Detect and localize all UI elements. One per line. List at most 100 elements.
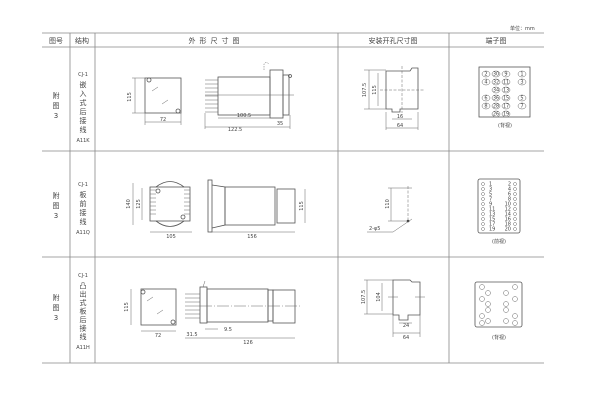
terminal-circle (501, 70, 511, 78)
terminal-circle (513, 217, 517, 221)
svg-text:140: 140 (126, 199, 132, 209)
terminal-circle (503, 301, 509, 307)
svg-text:线: 线 (80, 217, 87, 226)
terminal-circle (485, 290, 491, 296)
terminal-number: 17 (503, 104, 509, 110)
terminal-number: 19 (503, 112, 509, 118)
terminal-circle (517, 70, 527, 78)
row3-terminal-diagram: (背视) (474, 281, 523, 341)
svg-text:图: 图 (53, 102, 60, 110)
terminal-number: 20 (505, 227, 511, 233)
terminal-number: 7 (520, 104, 523, 110)
svg-text:图: 图 (53, 202, 60, 210)
terminal-circle (513, 207, 517, 211)
terminal-number: 5 (489, 192, 492, 198)
terminal-circle (513, 197, 517, 201)
terminal-circle (513, 227, 517, 231)
terminal-number: 10 (505, 202, 511, 208)
svg-text:125: 125 (136, 199, 142, 209)
terminal-circle (481, 187, 485, 191)
terminal-circle (481, 70, 491, 78)
terminal-circle (481, 197, 485, 201)
terminal-circle (481, 212, 485, 216)
svg-text:72: 72 (155, 333, 161, 339)
terminal-number: 18 (505, 222, 511, 228)
row1-outline-drawing: 115 72 100.5 122.5 35 (127, 62, 294, 133)
svg-text:附: 附 (53, 293, 60, 302)
terminal-number: 7 (489, 197, 492, 203)
terminal-circle (491, 78, 501, 86)
svg-text:105: 105 (166, 234, 176, 240)
terminal-circle (512, 296, 518, 302)
terminal-circle (481, 94, 491, 102)
svg-text:板: 板 (80, 190, 87, 199)
terminal-circle (491, 86, 501, 94)
svg-text:31.5: 31.5 (186, 332, 197, 338)
terminal-circle (503, 307, 509, 313)
svg-text:64: 64 (397, 123, 403, 129)
terminal-number: 6 (484, 96, 487, 102)
svg-text:板: 板 (80, 307, 87, 316)
terminal-number: 30 (493, 72, 499, 78)
terminal-circle (517, 78, 527, 86)
svg-text:前: 前 (80, 199, 87, 208)
terminal-number: 13 (503, 88, 509, 94)
terminal-number: 9 (489, 202, 492, 208)
svg-text:图: 图 (53, 304, 60, 312)
terminal-number: 17 (489, 222, 495, 228)
row2-outline-drawing: 140 125 105 156 115 (126, 179, 306, 240)
terminal-circle (481, 222, 485, 226)
header-outline: 外形尺寸图 (189, 36, 244, 45)
svg-text:接: 接 (80, 208, 87, 217)
terminal-number: 5 (520, 96, 523, 102)
terminal-circle (481, 227, 485, 231)
svg-text:嵌: 嵌 (80, 81, 87, 89)
svg-text:110: 110 (385, 199, 391, 209)
header-structure: 结构 (75, 36, 89, 45)
terminal-number: 8 (484, 104, 487, 110)
row1-view-label: (背视) (498, 122, 512, 129)
terminal-number: 34 (493, 88, 499, 94)
terminal-circle (481, 78, 491, 86)
terminal-number: 12 (505, 207, 511, 213)
terminal-circle (513, 212, 517, 216)
terminal-number: 4 (484, 80, 487, 86)
svg-text:107.5: 107.5 (362, 83, 368, 97)
row2-view-label: (前视) (492, 238, 506, 245)
terminal-circle (481, 202, 485, 206)
svg-text:2-φ5: 2-φ5 (369, 226, 380, 232)
terminal-circle (481, 182, 485, 186)
terminal-number: 6 (508, 192, 511, 198)
terminal-number: 36 (493, 96, 499, 102)
header-fig-no: 图号 (49, 37, 63, 45)
svg-text:接: 接 (80, 116, 87, 125)
terminal-circle (479, 313, 485, 319)
header-mounting: 安装开孔尺寸图 (369, 36, 418, 45)
svg-text:接: 接 (80, 324, 87, 333)
terminal-circle (517, 94, 527, 102)
svg-text:A11K: A11K (76, 138, 90, 144)
terminal-circle (501, 110, 511, 118)
svg-text:出: 出 (80, 290, 87, 299)
svg-text:104: 104 (376, 292, 382, 302)
row2-mounting-drawing: 110 2-φ5 (367, 186, 413, 233)
svg-text:107.5: 107.5 (361, 290, 367, 304)
svg-text:3: 3 (54, 112, 58, 120)
svg-text:3: 3 (54, 212, 58, 220)
svg-text:A11Q: A11Q (76, 230, 90, 236)
row1-mounting-drawing: 107.5 115 16 64 (362, 66, 425, 130)
terminal-circle (479, 320, 485, 326)
svg-text:156: 156 (247, 234, 257, 240)
svg-text:115: 115 (127, 92, 133, 102)
terminal-number: 16 (505, 217, 511, 223)
svg-text:72: 72 (160, 117, 166, 123)
terminal-number: 2 (508, 182, 511, 188)
terminal-number: 1 (489, 182, 492, 188)
svg-text:后: 后 (80, 107, 87, 116)
svg-text:100.5: 100.5 (237, 113, 251, 119)
row3-outline-drawing: 115 72 9.5 31.5 126 (124, 280, 300, 346)
terminal-number: 15 (503, 96, 509, 102)
terminal-circle (485, 307, 491, 313)
